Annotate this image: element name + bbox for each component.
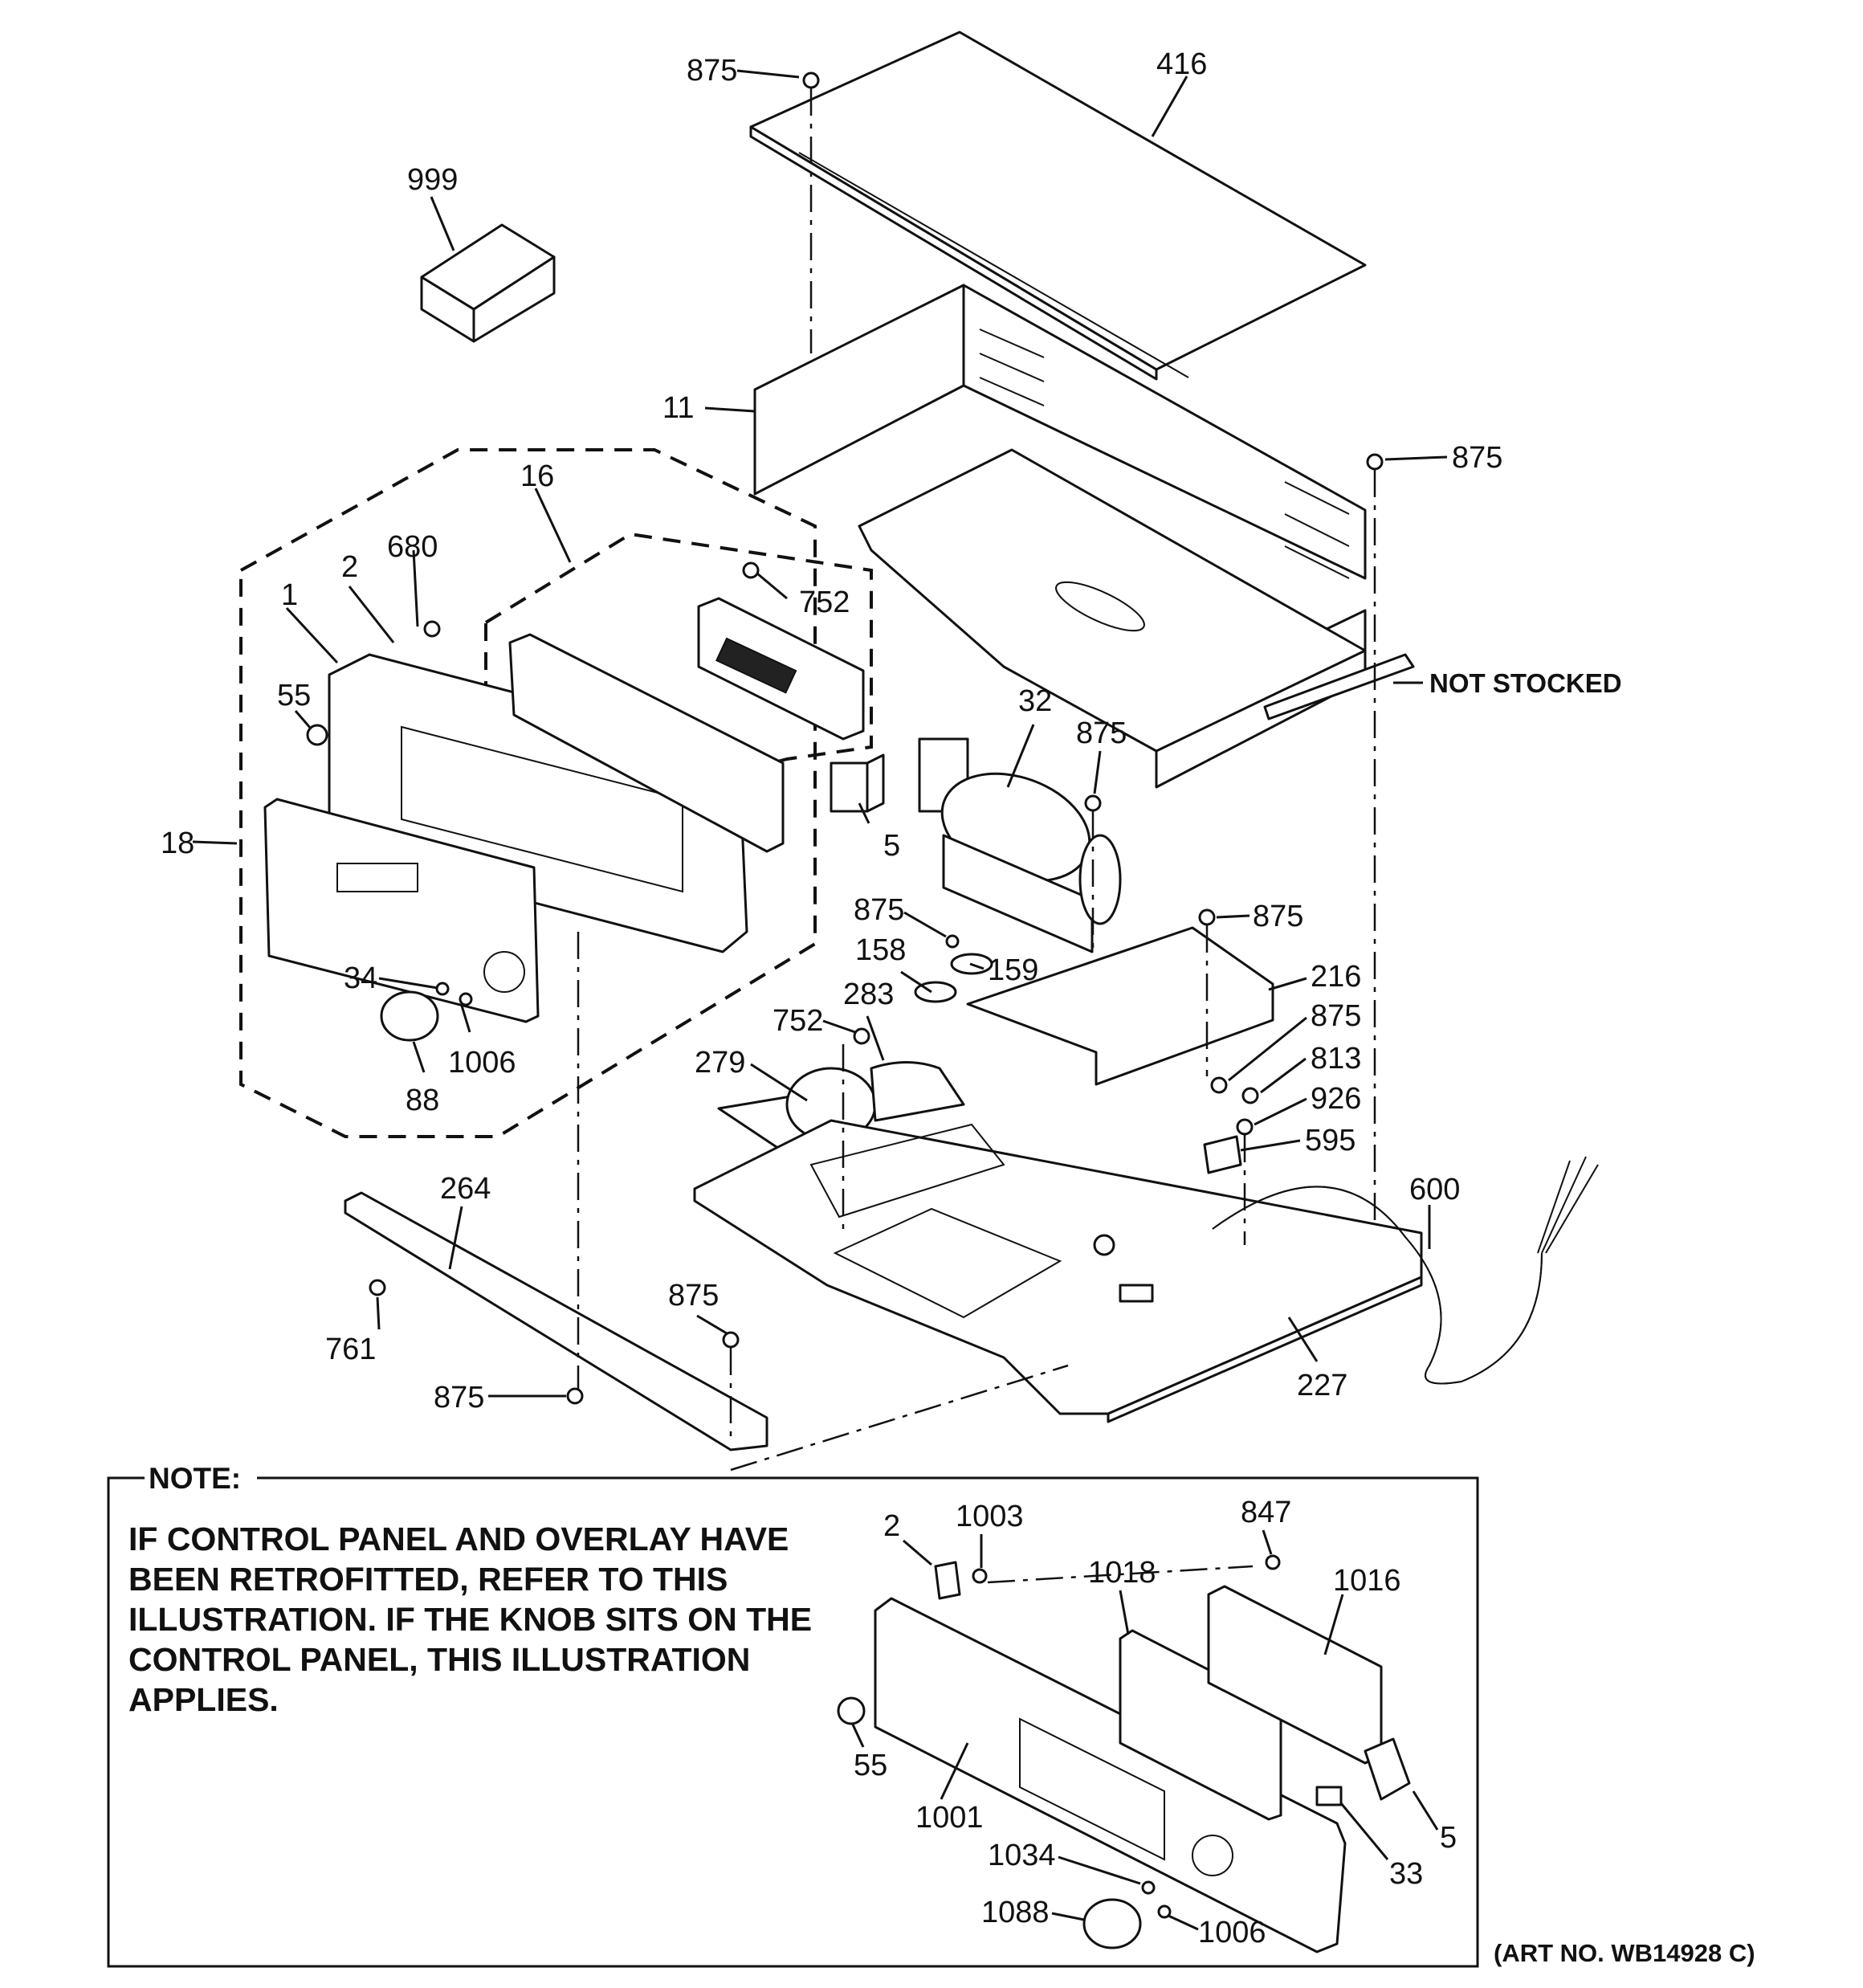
retrofit-switch-33 <box>1315 1786 1343 1806</box>
limit-switches-158-159 <box>914 953 993 1003</box>
power-cord-600 <box>1093 1156 1599 1385</box>
callout-11: 11 <box>662 391 694 425</box>
knob-88 <box>380 990 439 1042</box>
callout-875-bot: 875 <box>668 1279 719 1312</box>
note-callout-5: 5 <box>1440 1821 1457 1855</box>
art-number: (ART NO. WB14928 C) <box>1494 1939 1755 1967</box>
retrofit-thermostat-5 <box>1364 1737 1411 1801</box>
note-line-4: CONTROL PANEL, THIS ILLUSTRATION <box>128 1641 750 1678</box>
note-callout-847: 847 <box>1241 1496 1291 1529</box>
retrofit-knob-1088 <box>1082 1898 1142 1949</box>
callout-875-right: 875 <box>1452 441 1502 475</box>
callout-1006: 1006 <box>448 1046 516 1080</box>
oven-bottom-227 <box>693 1119 1423 1423</box>
callout-875-top: 875 <box>687 54 737 88</box>
trim-264 <box>344 1191 768 1451</box>
note-callout-1034: 1034 <box>988 1839 1056 1872</box>
callout-264: 264 <box>440 1172 491 1206</box>
oven-wrapper-11 <box>753 284 1415 789</box>
callout-813: 813 <box>1311 1042 1361 1076</box>
callout-926: 926 <box>1311 1082 1361 1116</box>
note-callout-1006: 1006 <box>1198 1916 1266 1949</box>
callout-16: 16 <box>520 459 554 493</box>
callout-600: 600 <box>1409 1173 1460 1206</box>
electronic-control-16 <box>508 597 865 853</box>
callout-2: 2 <box>341 550 358 584</box>
callout-1: 1 <box>281 578 298 612</box>
callout-875-left: 875 <box>434 1381 484 1414</box>
bracket-595 <box>1203 1135 1242 1174</box>
leader-lines <box>192 69 1448 1398</box>
callout-55: 55 <box>277 679 311 712</box>
note-line-5: APPLIES. <box>128 1681 279 1718</box>
callout-labels: 875 416 999 11 875 16 680 2 1 752 55 18 … <box>161 47 1622 1414</box>
callout-875-813: 875 <box>1311 999 1361 1033</box>
callout-32: 32 <box>1018 684 1052 718</box>
note-callout-1003: 1003 <box>956 1500 1024 1533</box>
retrofit-overlay-1018 <box>1119 1629 1282 1821</box>
note-line-1: IF CONTROL PANEL AND OVERLAY HAVE <box>128 1521 789 1557</box>
thermostat-5 <box>830 753 885 813</box>
callout-227: 227 <box>1297 1369 1347 1402</box>
note-callout-2: 2 <box>883 1509 900 1543</box>
callout-283: 283 <box>843 978 894 1011</box>
callout-34: 34 <box>344 961 377 995</box>
alignment-lines <box>577 88 1376 1472</box>
callout-159: 159 <box>988 953 1038 987</box>
callout-88: 88 <box>406 1084 439 1117</box>
callout-875-mid: 875 <box>854 893 904 927</box>
note-callout-1016: 1016 <box>1333 1564 1401 1598</box>
retrofit-control-panel-1001 <box>874 1597 1347 1953</box>
callout-416: 416 <box>1156 47 1207 81</box>
convection-fan-32 <box>918 737 1122 953</box>
retrofit-bracket-2 <box>934 1561 961 1600</box>
screws <box>306 71 1384 1405</box>
note-line-2: BEEN RETROFITTED, REFER TO THIS <box>128 1561 728 1598</box>
note-callout-1088: 1088 <box>981 1896 1050 1929</box>
not-stocked-label: NOT STOCKED <box>1429 668 1622 698</box>
callout-279: 279 <box>695 1046 745 1080</box>
callout-761: 761 <box>325 1333 376 1366</box>
callout-216: 216 <box>1311 960 1361 994</box>
retrofit-nut-55 <box>837 1696 866 1725</box>
literature-box-999 <box>420 223 556 343</box>
top-cover-416 <box>749 31 1367 381</box>
note-callout-1001: 1001 <box>915 1801 984 1835</box>
note-callout-55: 55 <box>854 1749 887 1782</box>
callout-999: 999 <box>407 163 458 197</box>
callout-752-mid: 752 <box>773 1004 823 1038</box>
overlay-panel <box>263 798 540 1023</box>
callout-875-216: 875 <box>1253 900 1303 933</box>
callout-18: 18 <box>161 827 194 860</box>
note-callout-33: 33 <box>1389 1857 1423 1891</box>
note-box: NOTE: IF CONTROL PANEL AND OVERLAY HAVE … <box>107 1462 1479 1968</box>
shield-216 <box>966 926 1274 1086</box>
callout-158: 158 <box>855 933 906 967</box>
note-callout-1018: 1018 <box>1088 1556 1156 1590</box>
note-heading: NOTE: <box>149 1462 241 1495</box>
callout-595: 595 <box>1305 1124 1355 1157</box>
callout-875-fan: 875 <box>1076 716 1127 750</box>
callout-5: 5 <box>883 829 900 863</box>
callout-680: 680 <box>387 530 438 564</box>
note-line-3: ILLUSTRATION. IF THE KNOB SITS ON THE <box>128 1601 812 1638</box>
callout-752-top: 752 <box>799 586 850 619</box>
